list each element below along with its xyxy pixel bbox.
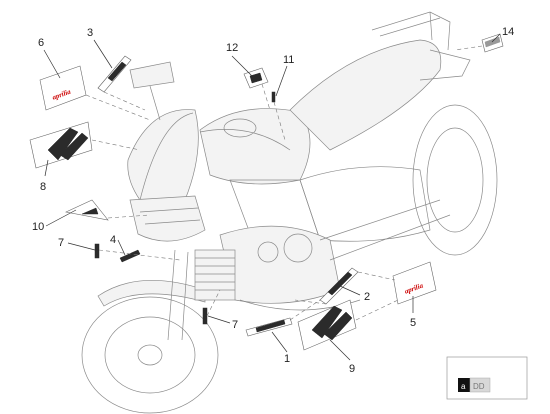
inset-box-13: a DD (446, 356, 528, 400)
callout-4: 4 (110, 234, 116, 246)
decal-3 (97, 55, 132, 93)
sticker-13-dark-block (458, 378, 470, 392)
sticker-13-light-block (469, 377, 491, 393)
callout-3: 3 (87, 27, 93, 39)
decal-1 (245, 317, 293, 337)
callout-9: 9 (349, 363, 355, 375)
callout-5: 5 (410, 317, 416, 329)
decal-6: aprilia (39, 65, 87, 111)
decal-10 (65, 199, 109, 221)
callout-14: 14 (502, 26, 514, 38)
decal-7-left (94, 243, 100, 259)
projection-lines (85, 45, 483, 321)
decal-5: aprilia (392, 261, 437, 305)
decals: aprilia (29, 33, 504, 351)
decal-9 (297, 299, 357, 351)
callout-2: 2 (364, 291, 370, 303)
callout-7-left: 7 (58, 237, 64, 249)
callout-6: 6 (38, 37, 44, 49)
sticker-13-dark-text: a (461, 382, 466, 391)
callout-8: 8 (40, 181, 46, 193)
callout-1: 1 (284, 353, 290, 365)
decal-2 (319, 267, 359, 305)
leader-lines (43, 33, 501, 361)
sticker-13-light-text: DD (473, 382, 485, 391)
decal-8 (29, 121, 93, 169)
callout-10: 10 (32, 221, 44, 233)
callout-11: 11 (283, 54, 294, 66)
decal-11 (271, 91, 276, 103)
callout-12: 12 (226, 42, 238, 54)
decal-14 (481, 33, 504, 53)
decal-7-bottom (202, 307, 208, 325)
callout-7-bottom: 7 (232, 319, 238, 331)
decal-4 (119, 249, 141, 263)
decal-12 (243, 67, 269, 89)
motorcycle-outline (81, 11, 498, 414)
